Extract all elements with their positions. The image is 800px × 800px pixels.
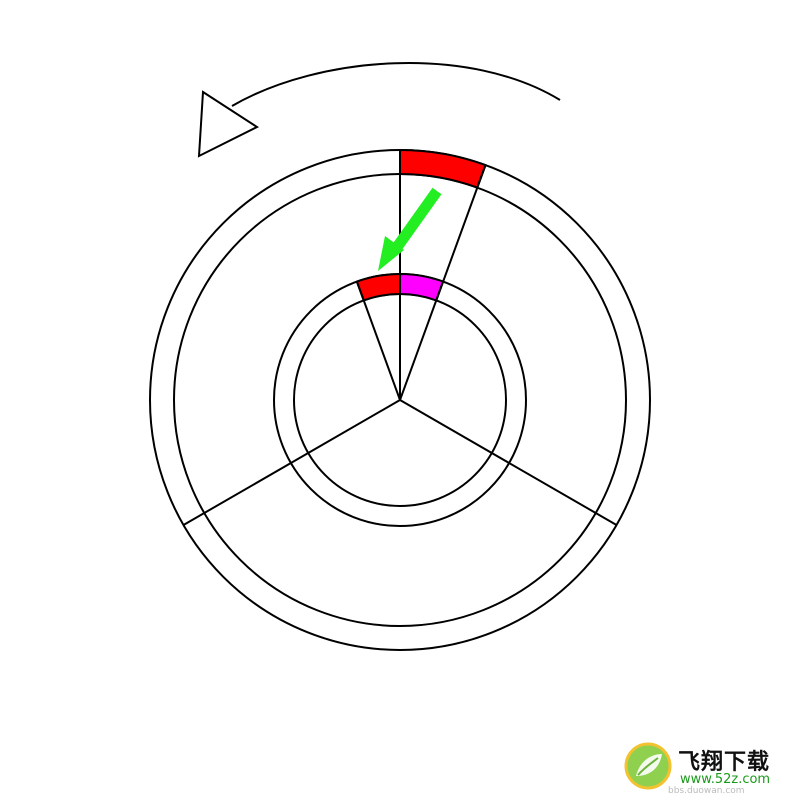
site-watermark: 飞翔下载 www.52z.com bbs.duowan.com xyxy=(624,742,794,796)
watermark-url: www.52z.com xyxy=(680,772,771,787)
spoke-lower-right xyxy=(399,399,618,526)
rotation-arrow-icon xyxy=(197,90,260,158)
watermark-faint-url: bbs.duowan.com xyxy=(668,786,745,796)
spoke-left-inner xyxy=(355,281,401,401)
down-left-arrow-icon xyxy=(378,187,442,271)
watermark-brand: 飞翔下载 xyxy=(678,750,771,775)
spoke-lower-left xyxy=(182,399,401,526)
spoke-right-20deg xyxy=(399,164,487,401)
leaf-logo-icon xyxy=(624,742,672,790)
rotation-arc xyxy=(231,62,561,107)
outer-highlight-segment xyxy=(399,148,487,189)
